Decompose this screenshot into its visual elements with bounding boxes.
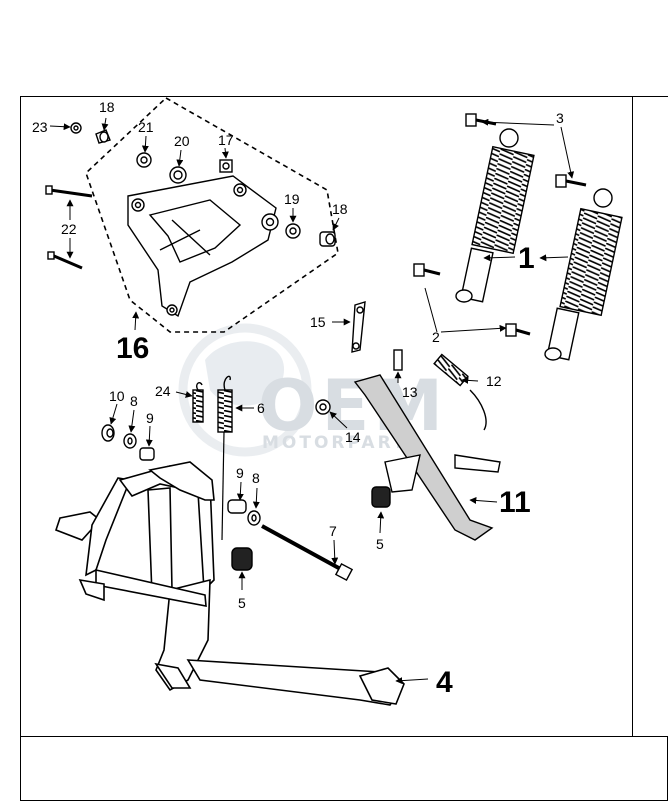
pivot-hardware — [101, 424, 354, 582]
watermark-text: MOTORPARTS — [262, 433, 423, 453]
side-stand — [315, 301, 501, 541]
bearing-20 — [169, 166, 187, 184]
callout-11: 11 — [499, 486, 531, 519]
callout-18b: 18 — [332, 201, 348, 217]
bearing-21 — [136, 152, 152, 168]
nut-23 — [70, 122, 82, 134]
callout-15: 15 — [310, 314, 326, 330]
bolt-22b — [47, 251, 83, 270]
callout-18a: 18 — [99, 99, 115, 115]
callout-4: 4 — [436, 666, 453, 699]
shock-absorber-right — [544, 188, 623, 361]
callout-5b: 5 — [376, 536, 384, 552]
callout-5a: 5 — [238, 595, 246, 611]
bolt-22a — [45, 185, 93, 198]
shock-absorber-left — [455, 128, 535, 303]
callout-20: 20 — [174, 133, 190, 149]
callout-21: 21 — [138, 119, 154, 135]
callout-8a: 8 — [130, 393, 138, 409]
rubber-5b — [371, 486, 391, 508]
stand-springs — [192, 375, 233, 541]
callout-17: 17 — [218, 132, 234, 148]
swingarm-bracket — [127, 175, 279, 318]
callout-9a: 9 — [146, 410, 154, 426]
side-stand-plate-15 — [351, 301, 366, 353]
callout-12: 12 — [486, 373, 502, 389]
callout-13: 13 — [402, 384, 418, 400]
nut-14 — [315, 399, 331, 415]
callout-14: 14 — [345, 429, 361, 445]
nut-17 — [219, 159, 233, 173]
callout-9b: 9 — [236, 465, 244, 481]
callout-23: 23 — [32, 119, 48, 135]
bolt-13 — [393, 349, 403, 371]
bush-18a — [95, 129, 111, 144]
callout-22: 22 — [61, 221, 77, 237]
callout-16: 16 — [116, 332, 149, 365]
callout-7: 7 — [329, 523, 337, 539]
callout-2: 2 — [432, 329, 440, 345]
callout-6: 6 — [257, 400, 265, 416]
callout-10: 10 — [109, 388, 125, 404]
callout-labels: 23 18 21 20 17 19 18 22 16 3 1 2 15 13 1… — [32, 99, 564, 699]
rubber-5a — [231, 547, 253, 571]
callout-8b: 8 — [252, 470, 260, 486]
callout-1: 1 — [518, 242, 535, 275]
main-stand — [54, 461, 405, 706]
bush-19 — [285, 223, 301, 239]
shock-absorbers — [413, 113, 623, 361]
callout-24: 24 — [155, 383, 171, 399]
leader-lines — [49, 117, 575, 685]
callout-3: 3 — [556, 110, 564, 126]
swingarm-group-outline — [85, 97, 339, 333]
bush-18b — [319, 231, 336, 247]
callout-19: 19 — [284, 191, 300, 207]
swingarm-small-parts — [45, 122, 336, 270]
